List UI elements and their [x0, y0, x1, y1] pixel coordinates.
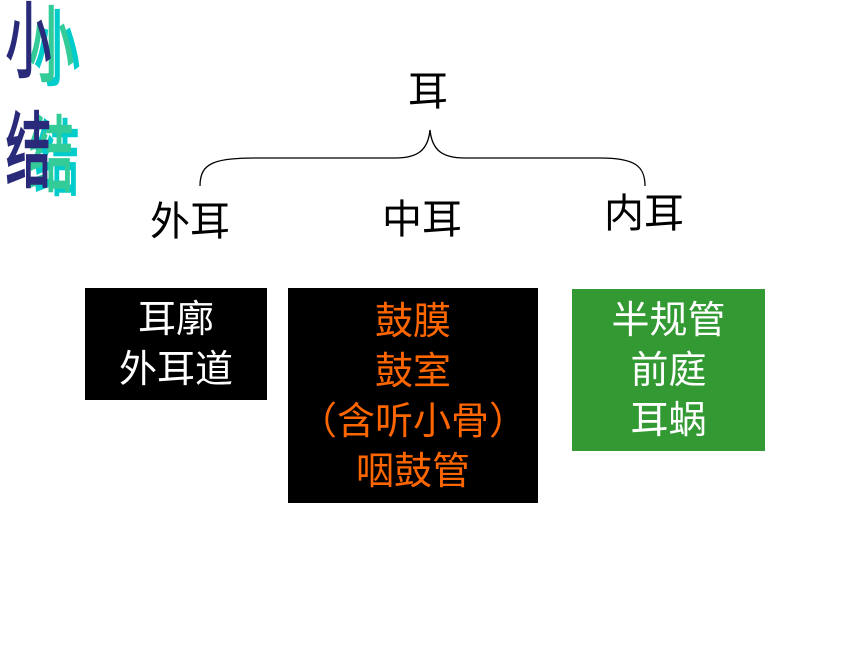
title-char-2: 结 — [6, 105, 52, 200]
outer-ear-box: 耳廓 外耳道 — [85, 288, 267, 400]
title-shadow-char-2: 结 — [34, 113, 80, 208]
middle-ear-item: 鼓膜 — [374, 298, 451, 343]
inner-ear-box: 半规管 前庭 耳蜗 — [572, 289, 765, 451]
branch-label-middle-ear: 中耳 — [382, 197, 462, 243]
title-char-1: 小 — [6, 0, 52, 90]
middle-ear-item: 咽鼓管 — [355, 448, 470, 493]
inner-ear-item: 前庭 — [630, 348, 707, 392]
title-shadow-char-1: 小 — [34, 3, 80, 98]
middle-ear-item: （含听小骨） — [298, 398, 527, 443]
inner-ear-item: 耳蜗 — [630, 398, 707, 442]
branch-label-outer-ear: 外耳 — [150, 199, 230, 245]
outer-ear-item: 外耳道 — [118, 347, 233, 391]
branch-label-inner-ear: 内耳 — [604, 191, 684, 237]
middle-ear-box: 鼓膜 鼓室 （含听小骨） 咽鼓管 — [288, 288, 538, 503]
outer-ear-item: 耳廓 — [137, 297, 214, 341]
title-shadow-char-4: 结 — [28, 109, 74, 204]
inner-ear-item: 半规管 — [611, 298, 726, 342]
title-shadow-char-3: 小 — [28, 0, 74, 94]
title-decoration: 小 结 小 结 小 结 小结 — [6, 2, 96, 232]
root-label: 耳 — [408, 69, 448, 115]
middle-ear-item: 鼓室 — [374, 348, 451, 393]
